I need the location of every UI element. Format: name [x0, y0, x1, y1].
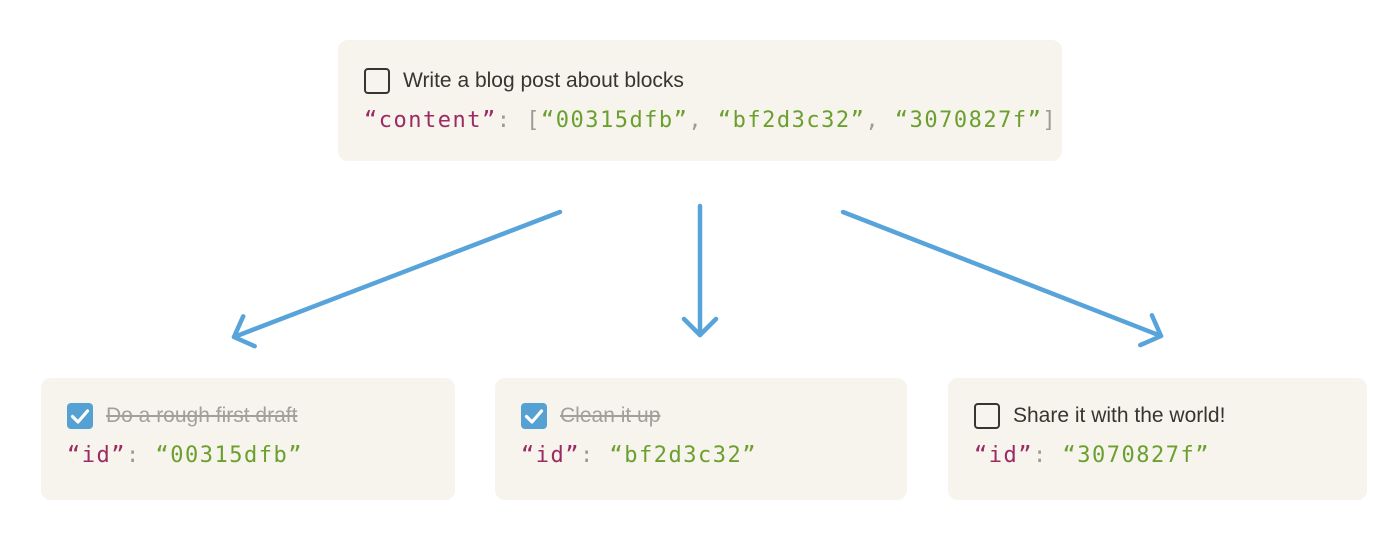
code-line: “id”: “00315dfb”	[67, 442, 429, 470]
child-block-card-2: Clean it up “id”: “bf2d3c32”	[495, 378, 907, 500]
code-value-3: “3070827f”	[894, 108, 1043, 133]
todo-label: Write a blog post about blocks	[403, 69, 684, 92]
code-key: “id”	[67, 443, 126, 468]
checkmark-icon	[70, 409, 90, 424]
code-bracket-open: [	[526, 108, 541, 133]
code-colon: :	[579, 443, 610, 468]
todo-checkbox-unchecked[interactable]	[364, 68, 390, 94]
code-key: “id”	[974, 443, 1033, 468]
code-line: “id”: “bf2d3c32”	[521, 442, 881, 470]
code-colon: :	[125, 443, 156, 468]
checkmark-icon	[524, 409, 544, 424]
todo-checkbox-unchecked[interactable]	[974, 403, 1000, 429]
todo-label: Do a rough first draft	[106, 404, 298, 427]
code-key: “content”	[364, 108, 497, 133]
child-block-card-1: Do a rough first draft “id”: “00315dfb”	[41, 378, 455, 500]
code-value: “00315dfb”	[155, 443, 303, 468]
todo-row: Clean it up	[521, 403, 881, 429]
todo-row: Write a blog post about blocks	[364, 68, 1036, 94]
code-line: “content”: [“00315dfb”, “bf2d3c32”, “307…	[364, 107, 1056, 135]
child-block-card-3: Share it with the world! “id”: “3070827f…	[948, 378, 1367, 500]
code-comma-2: ,	[865, 108, 895, 133]
code-value: “3070827f”	[1062, 443, 1210, 468]
todo-label: Clean it up	[560, 404, 661, 427]
code-comma-1: ,	[688, 108, 718, 133]
code-bracket-close: ]	[1042, 108, 1058, 133]
arrow-to-left-child	[231, 209, 563, 349]
parent-block-card: Write a blog post about blocks “content”…	[338, 40, 1062, 161]
arrow-to-right-child	[840, 209, 1164, 348]
todo-row: Do a rough first draft	[67, 403, 429, 429]
todo-label: Share it with the world!	[1013, 404, 1226, 427]
code-key: “id”	[521, 443, 580, 468]
code-colon: :	[1032, 443, 1063, 468]
todo-checkbox-checked[interactable]	[521, 403, 547, 429]
todo-checkbox-checked[interactable]	[67, 403, 93, 429]
todo-row: Share it with the world!	[974, 403, 1341, 429]
code-value-2: “bf2d3c32”	[717, 108, 866, 133]
code-value: “bf2d3c32”	[609, 443, 757, 468]
code-line: “id”: “3070827f”	[974, 442, 1341, 470]
code-value-1: “00315dfb”	[540, 108, 689, 133]
code-colon: :	[496, 108, 527, 133]
